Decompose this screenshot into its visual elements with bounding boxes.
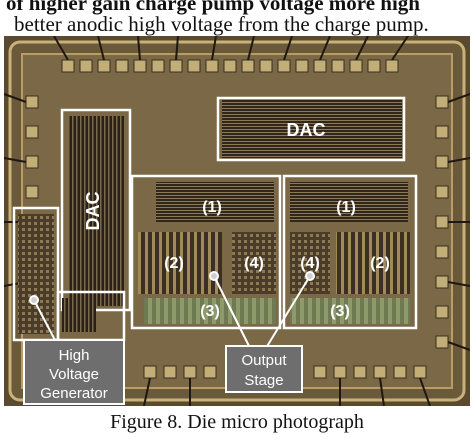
output-block-left-outline xyxy=(130,174,282,330)
hv-callout-line1: High xyxy=(59,347,90,364)
hv-generator-circuit-left xyxy=(18,214,54,334)
block-left-3-circuit xyxy=(144,298,276,324)
paper-text-line: better anodic high voltage from the char… xyxy=(14,12,429,36)
hv-generator-callout-box xyxy=(23,339,125,405)
dac-left-circuit xyxy=(68,116,124,306)
dac-top-circuit xyxy=(222,100,402,158)
block-left-4-circuit xyxy=(232,232,276,294)
paper-text-top: of higher gain charge pump voltage more … xyxy=(0,0,474,40)
block-left-2-circuit xyxy=(138,232,222,294)
hv-generator-circuit-bottom xyxy=(62,298,96,332)
hv-callout-line2: Voltage xyxy=(49,366,99,383)
bond-pads-bottom xyxy=(143,365,427,379)
label-left-3: (3) xyxy=(200,303,220,320)
output-block-right-outline xyxy=(282,174,418,330)
cropped-text-line: of higher gain charge pump voltage more … xyxy=(6,0,420,15)
label-right-2: (2) xyxy=(370,255,390,272)
block-right-2-circuit xyxy=(336,232,410,294)
figure-caption: Figure 8. Die micro photograph xyxy=(110,411,364,433)
label-right-4: (4) xyxy=(300,255,320,272)
block-left-1-circuit xyxy=(156,182,274,222)
label-left-4: (4) xyxy=(244,255,264,272)
label-left-2: (2) xyxy=(164,255,184,272)
block-right-3-circuit xyxy=(290,298,410,324)
dac-top-outline xyxy=(216,96,406,162)
die-micro-photograph: DAC DAC (1) (2) (4) (3) (1) (4) (2) (3) … xyxy=(4,36,470,406)
block-right-1-circuit xyxy=(290,182,408,222)
hv-callout-line3: Generator xyxy=(40,385,108,402)
output-stage-callout-box xyxy=(225,345,303,393)
os-callout-line1: Output xyxy=(241,352,287,369)
dac-top-label: DAC xyxy=(287,120,326,140)
dac-left-label: DAC xyxy=(83,192,103,231)
bond-pads-top xyxy=(61,59,399,73)
label-right-3: (3) xyxy=(330,303,350,320)
os-callout-line2: Stage xyxy=(244,372,283,389)
label-left-1: (1) xyxy=(202,199,222,216)
block-right-4-circuit xyxy=(290,232,330,294)
label-right-1: (1) xyxy=(336,199,356,216)
callout-pointers xyxy=(29,271,315,349)
